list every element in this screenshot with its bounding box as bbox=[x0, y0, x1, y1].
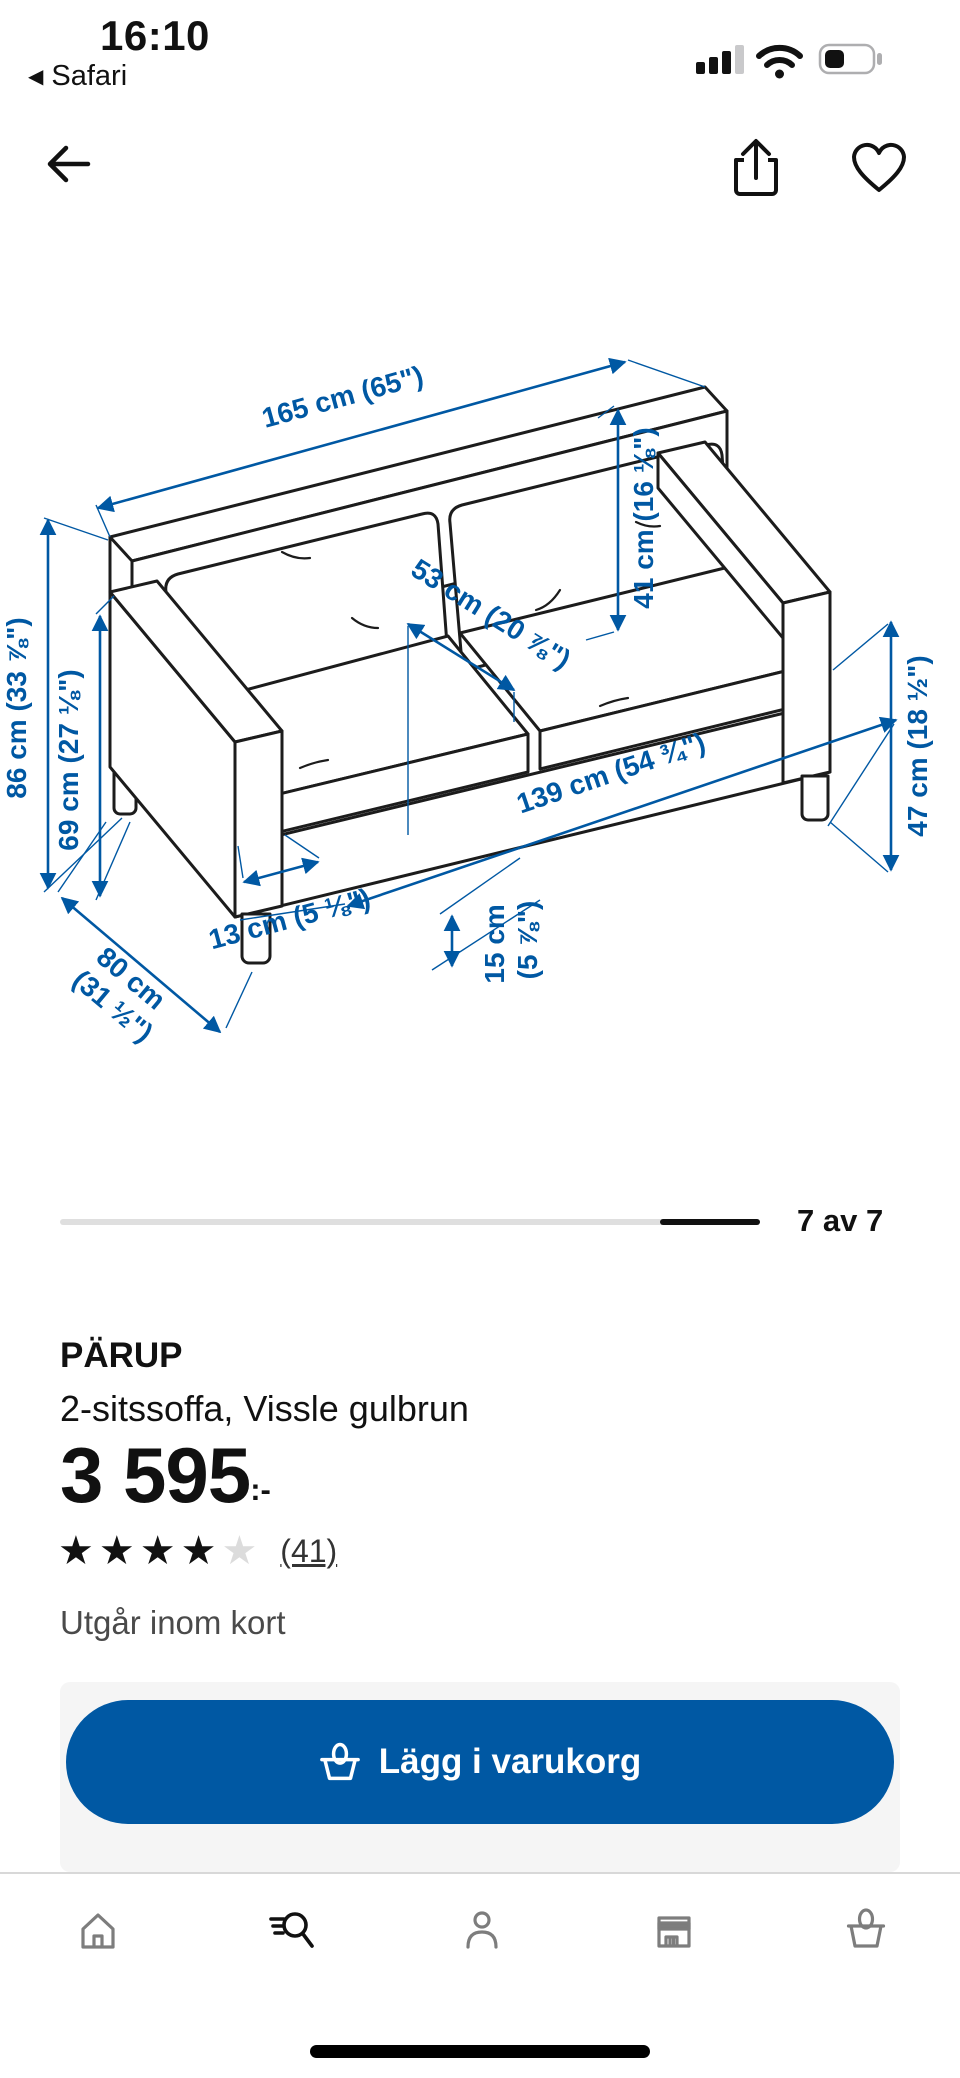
star-icon: ★ bbox=[221, 1529, 263, 1573]
back-triangle-icon: ◀ bbox=[28, 66, 44, 88]
tab-store[interactable] bbox=[650, 1906, 698, 1954]
dim-total-height: 86 cm (33 ⅞") bbox=[1, 617, 32, 798]
dim-depth: 80 cm (31 ½") bbox=[67, 939, 180, 1049]
price: 3 595 :- bbox=[60, 1436, 271, 1514]
sofa-illustration bbox=[108, 385, 832, 965]
cellular-signal-icon bbox=[696, 45, 744, 74]
product-description: 2-sitssoffa, Vissle gulbrun bbox=[60, 1388, 469, 1429]
product-dimension-diagram: 165 cm (65") 86 cm (33 ⅞") 69 cm (27 ⅛")… bbox=[1, 357, 933, 1049]
cart-basket-icon bbox=[846, 1908, 886, 1948]
home-icon bbox=[81, 1913, 115, 1949]
star-icon: ★ bbox=[98, 1529, 140, 1573]
dim-arm-height: 69 cm (27 ⅛") bbox=[53, 669, 84, 850]
basket-icon bbox=[319, 1742, 360, 1781]
tab-cart[interactable] bbox=[842, 1906, 890, 1954]
home-indicator[interactable] bbox=[310, 2045, 650, 2058]
tab-search[interactable] bbox=[266, 1906, 314, 1954]
price-amount: 3 595 bbox=[60, 1431, 251, 1519]
profile-icon bbox=[466, 1911, 498, 1949]
store-icon bbox=[657, 1916, 691, 1948]
star-icon: ★ bbox=[139, 1529, 181, 1573]
dim-back-cushion-height: 41 cm (16 ⅛") bbox=[628, 427, 659, 608]
dim-seat-height: 47 cm (18 ½") bbox=[902, 655, 933, 836]
heart-icon bbox=[852, 142, 906, 192]
tab-home[interactable] bbox=[74, 1906, 122, 1954]
back-app-label: Safari bbox=[51, 60, 128, 92]
rating-row: ★★★★★ (41) bbox=[58, 1528, 337, 1574]
back-to-app-link[interactable]: ◀ Safari bbox=[28, 60, 127, 93]
status-time: 16:10 bbox=[100, 12, 210, 59]
star-icon: ★ bbox=[58, 1529, 99, 1573]
tab-profile[interactable] bbox=[458, 1906, 506, 1954]
add-to-cart-label: Lägg i varukorg bbox=[378, 1742, 642, 1781]
search-icon bbox=[269, 1912, 314, 1948]
favorite-button[interactable] bbox=[848, 140, 910, 196]
availability-note: Utgår inom kort bbox=[60, 1604, 286, 1641]
wifi-icon bbox=[756, 44, 803, 79]
review-count-link[interactable]: (41) bbox=[280, 1532, 338, 1569]
tabbar-divider bbox=[0, 1872, 960, 1874]
back-arrow-icon bbox=[47, 145, 91, 183]
image-carousel-progress[interactable] bbox=[60, 1219, 760, 1225]
share-button[interactable] bbox=[726, 134, 786, 198]
star-rating: ★★★★★ bbox=[58, 1528, 262, 1574]
star-icon: ★ bbox=[180, 1529, 222, 1573]
product-name: PÄRUP bbox=[60, 1336, 183, 1375]
dim-leg-height: 15 cm (5 ⅞") bbox=[479, 896, 543, 983]
progress-fill bbox=[660, 1219, 760, 1225]
battery-icon bbox=[818, 43, 882, 75]
price-suffix: :- bbox=[250, 1472, 271, 1507]
share-icon bbox=[734, 139, 778, 196]
status-icons bbox=[696, 43, 882, 79]
add-to-cart-button[interactable]: Lägg i varukorg bbox=[66, 1700, 894, 1824]
back-button[interactable] bbox=[40, 136, 96, 192]
page-indicator: 7 av 7 bbox=[797, 1203, 884, 1238]
